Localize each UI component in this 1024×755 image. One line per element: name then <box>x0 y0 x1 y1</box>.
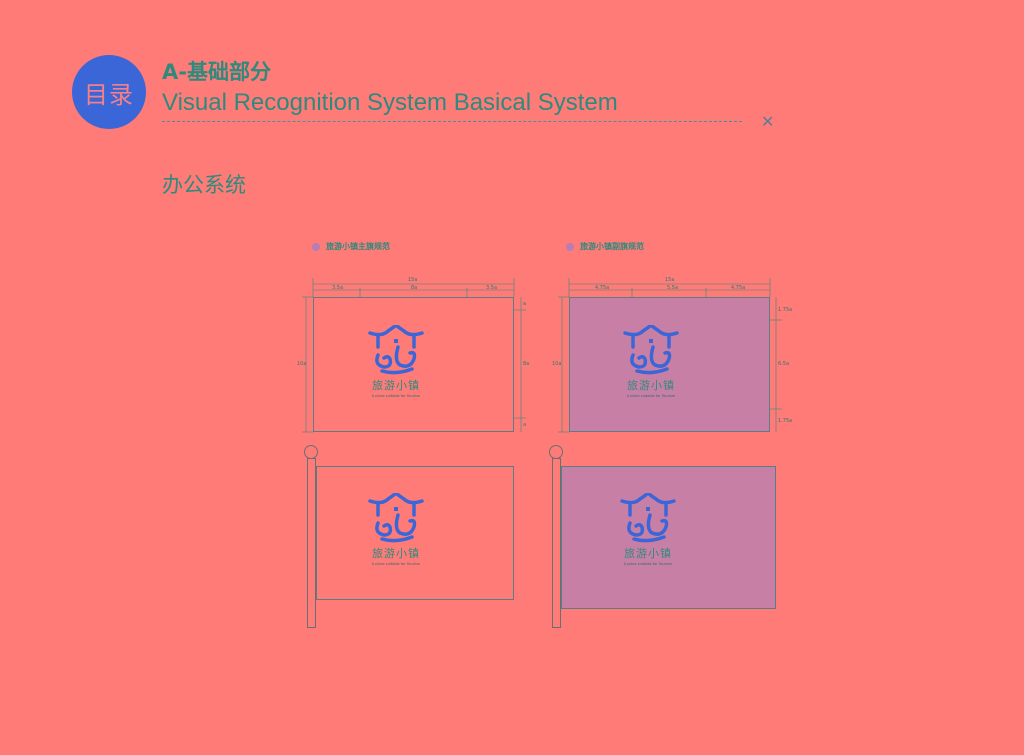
dim-top: a <box>523 301 527 307</box>
logo-mark-icon <box>368 322 424 379</box>
dim-width: 15a <box>665 277 675 283</box>
logo-mark-icon <box>368 490 424 547</box>
logo-mark-icon <box>623 322 679 379</box>
toc-badge[interactable]: 目录 <box>72 55 146 129</box>
logo-name-en: A place suitable for Tourism <box>623 562 673 566</box>
dim-left: 4.75a <box>595 285 610 291</box>
dim-center: 5.5a <box>667 285 679 291</box>
town-logo: 旅游小镇 A place suitable for Tourism <box>603 490 693 566</box>
section-title: A-基础部分 <box>162 60 271 84</box>
dim-top: 1.75a <box>778 307 793 313</box>
main-flag-mounted <box>316 466 514 600</box>
logo-mark-icon <box>620 490 676 547</box>
secondary-flag-mounted <box>561 466 776 609</box>
dim-right: 3.5a <box>486 285 498 291</box>
dim-right: 4.75a <box>731 285 746 291</box>
bullet-icon <box>566 242 574 251</box>
dim-center: 8a <box>411 285 418 291</box>
dim-left: 3.5a <box>332 285 344 291</box>
label-text: 旅游小镇副旗规范 <box>580 242 644 251</box>
flag-pole <box>307 458 316 628</box>
logo-name-en: A place suitable for Tourism <box>371 394 421 398</box>
close-icon[interactable]: ✕ <box>761 112 775 131</box>
dim-middle: 8a <box>523 361 530 367</box>
logo-name-en: A place suitable for Tourism <box>626 394 676 398</box>
town-logo: 旅游小镇 A place suitable for Tourism <box>351 322 441 398</box>
logo-name-cn: 旅游小镇 <box>627 379 675 392</box>
logo-name-cn: 旅游小镇 <box>624 547 672 560</box>
dim-height: 10a <box>552 361 562 367</box>
divider <box>162 121 742 122</box>
logo-name-cn: 旅游小镇 <box>372 379 420 392</box>
main-flag-spec <box>313 297 514 432</box>
secondary-flag-spec <box>569 297 770 432</box>
logo-name-cn: 旅游小镇 <box>372 547 420 560</box>
subsection-title: 办公系统 <box>162 173 246 197</box>
dim-middle: 6.5a <box>778 361 790 367</box>
town-logo: 旅游小镇 A place suitable for Tourism <box>606 322 696 398</box>
logo-name-en: A place suitable for Tourism <box>371 562 421 566</box>
page-title: Visual Recognition System Basical System <box>162 89 618 116</box>
secondary-flag-label: 旅游小镇副旗规范 <box>566 241 644 252</box>
bullet-icon <box>312 242 320 251</box>
dim-bottom: a <box>523 422 527 428</box>
town-logo: 旅游小镇 A place suitable for Tourism <box>351 490 441 566</box>
dim-width: 15a <box>408 277 418 283</box>
flag-pole <box>552 458 561 628</box>
dim-bottom: 1.75a <box>778 418 793 424</box>
label-text: 旅游小镇主旗规范 <box>326 242 390 251</box>
dim-height: 10a <box>297 361 307 367</box>
main-flag-label: 旅游小镇主旗规范 <box>312 241 390 252</box>
